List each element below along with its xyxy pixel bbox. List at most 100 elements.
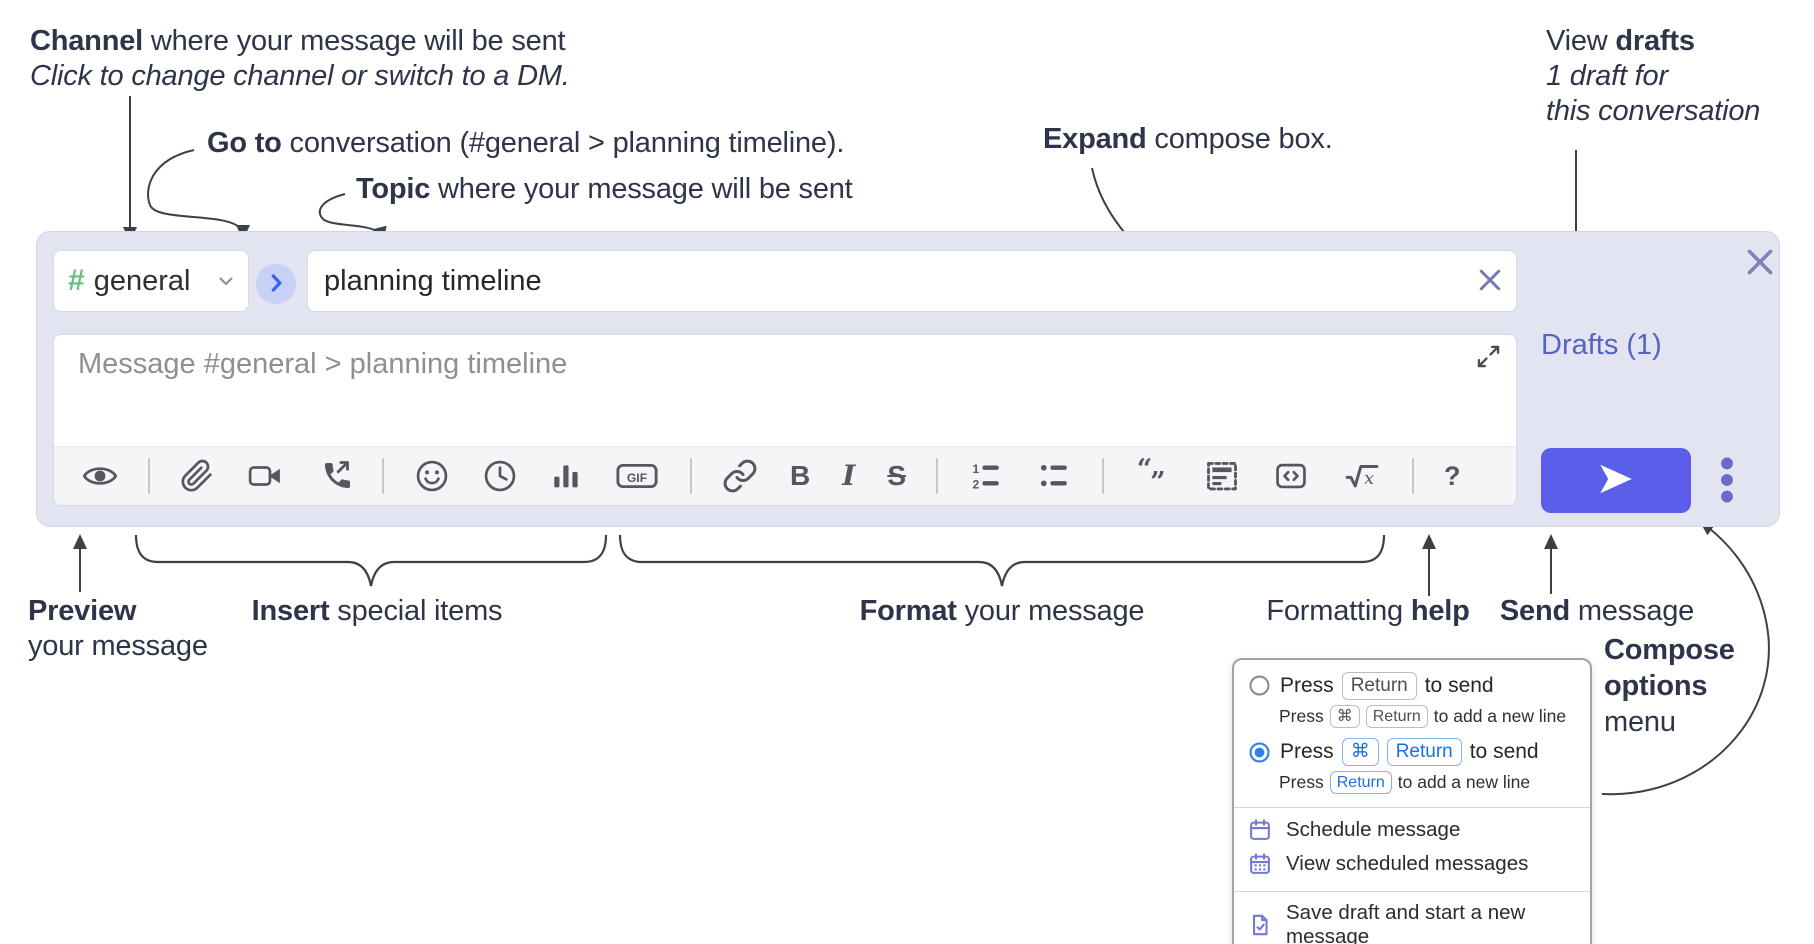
kbd-text: Press bbox=[1279, 705, 1324, 726]
brace-format bbox=[618, 534, 1386, 587]
expand-icon bbox=[1475, 343, 1502, 373]
calendar-grid-icon bbox=[1247, 851, 1273, 877]
bold-button[interactable]: B bbox=[790, 453, 810, 499]
topic-clear-button[interactable] bbox=[1468, 259, 1512, 303]
kbd-key: ⌘ bbox=[1329, 704, 1360, 729]
math-icon: x bbox=[1342, 459, 1382, 493]
strikethrough-button[interactable]: S bbox=[887, 453, 906, 499]
global-time-icon bbox=[482, 458, 518, 494]
kbd-text: Press bbox=[1279, 772, 1324, 793]
quote-icon: “” bbox=[1134, 454, 1172, 498]
global-time-button[interactable] bbox=[482, 453, 518, 499]
doc-check-icon bbox=[1247, 912, 1273, 938]
quote-button[interactable]: “” bbox=[1134, 453, 1172, 499]
message-compose-area[interactable]: Message #general > planning timeline bbox=[53, 334, 1517, 446]
annotation-expand: Expand compose box. bbox=[1043, 123, 1333, 155]
close-compose-button[interactable] bbox=[1737, 240, 1783, 286]
spoiler-icon bbox=[1204, 458, 1240, 494]
close-icon bbox=[1475, 265, 1505, 298]
channel-picker[interactable]: # general bbox=[53, 250, 249, 312]
drafts-link[interactable]: Drafts (1) bbox=[1541, 329, 1662, 361]
send-icon bbox=[1598, 461, 1634, 500]
toolbar-divider bbox=[936, 458, 939, 494]
italic-button[interactable]: I bbox=[842, 453, 855, 499]
kbd-text: to send bbox=[1424, 673, 1494, 697]
annotation-format: Format your message bbox=[859, 595, 1145, 627]
kebab-menu-icon bbox=[1712, 454, 1742, 509]
send-button[interactable] bbox=[1541, 448, 1691, 513]
gif-icon: GIF bbox=[614, 459, 660, 493]
code-button[interactable] bbox=[1272, 453, 1310, 499]
chevron-right-icon bbox=[263, 270, 289, 299]
go-to-conversation-button[interactable] bbox=[256, 264, 296, 304]
radio-unselected-icon bbox=[1247, 673, 1272, 698]
menu-item-view-scheduled-messages[interactable]: View scheduled messages bbox=[1247, 847, 1577, 881]
popup-menu-group: Schedule message View scheduled messages bbox=[1234, 807, 1590, 885]
kbd-key: Return bbox=[1365, 704, 1428, 729]
preview-button[interactable] bbox=[82, 453, 118, 499]
math-button[interactable]: x bbox=[1342, 453, 1382, 499]
svg-text:”: ” bbox=[1150, 467, 1165, 498]
channel-hash-icon: # bbox=[68, 264, 85, 297]
calendar-icon bbox=[1247, 817, 1273, 843]
message-placeholder: Message #general > planning timeline bbox=[78, 348, 568, 380]
expand-compose-button[interactable] bbox=[1470, 340, 1506, 376]
audio-call-icon bbox=[316, 458, 352, 494]
menu-item-schedule-message[interactable]: Schedule message bbox=[1247, 813, 1577, 847]
annotation-view-drafts: View drafts 1 draft for this conversatio… bbox=[1546, 25, 1761, 127]
topic-input[interactable] bbox=[308, 264, 1468, 298]
poll-icon bbox=[550, 459, 582, 493]
bulleted-list-icon bbox=[1036, 459, 1072, 493]
attach-button[interactable] bbox=[180, 453, 214, 499]
poll-button[interactable] bbox=[550, 453, 582, 499]
svg-text:GIF: GIF bbox=[627, 471, 647, 485]
kbd-text: Press bbox=[1280, 673, 1334, 697]
channel-name: general bbox=[93, 264, 191, 297]
annotation-send: Send message bbox=[1499, 595, 1695, 627]
link-icon bbox=[722, 458, 758, 494]
brace-insert bbox=[134, 534, 608, 587]
kbd-text: Press bbox=[1280, 740, 1334, 764]
kbd-key: Return bbox=[1386, 738, 1462, 766]
kbd-text: to send bbox=[1469, 740, 1539, 764]
annotation-channel: Channel where your message will be sent … bbox=[30, 25, 570, 92]
link-button[interactable] bbox=[722, 453, 758, 499]
svg-text:“: “ bbox=[1137, 454, 1152, 485]
kbd-text: to add a new line bbox=[1397, 772, 1531, 793]
radio-selected-icon bbox=[1247, 740, 1272, 765]
bold-icon: B bbox=[790, 460, 811, 491]
chevron-down-icon bbox=[214, 269, 238, 293]
gif-button[interactable]: GIF bbox=[614, 453, 660, 499]
annotation-preview: Preview your message bbox=[28, 595, 208, 662]
svg-text:x: x bbox=[1364, 469, 1374, 489]
toolbar-divider bbox=[382, 458, 384, 494]
audio-call-button[interactable] bbox=[316, 453, 352, 499]
menu-item-save-draft-and-start-a-new-message[interactable]: Save draft and start a new message bbox=[1247, 897, 1577, 944]
svg-text:2: 2 bbox=[973, 477, 980, 491]
code-icon bbox=[1272, 459, 1310, 493]
bulleted-list-button[interactable] bbox=[1036, 453, 1072, 499]
compose-options-button[interactable] bbox=[1705, 450, 1749, 512]
menu-item-label: Schedule message bbox=[1286, 818, 1461, 842]
annotation-insert: Insert special items bbox=[251, 595, 503, 627]
close-icon bbox=[1742, 244, 1778, 283]
help-button[interactable]: ? bbox=[1444, 453, 1461, 499]
emoji-button[interactable] bbox=[414, 453, 450, 499]
video-call-icon bbox=[246, 459, 284, 493]
italic-icon: I bbox=[842, 459, 856, 492]
toolbar-divider bbox=[1412, 458, 1415, 494]
emoji-icon bbox=[414, 458, 450, 494]
video-call-button[interactable] bbox=[246, 453, 284, 499]
spoiler-button[interactable] bbox=[1204, 453, 1240, 499]
strikethrough-icon: S bbox=[887, 460, 907, 491]
menu-item-label: View scheduled messages bbox=[1286, 852, 1529, 876]
annotation-help: Formatting help bbox=[1266, 595, 1470, 627]
annotation-topic: Topic where your message will be sent bbox=[356, 173, 853, 205]
